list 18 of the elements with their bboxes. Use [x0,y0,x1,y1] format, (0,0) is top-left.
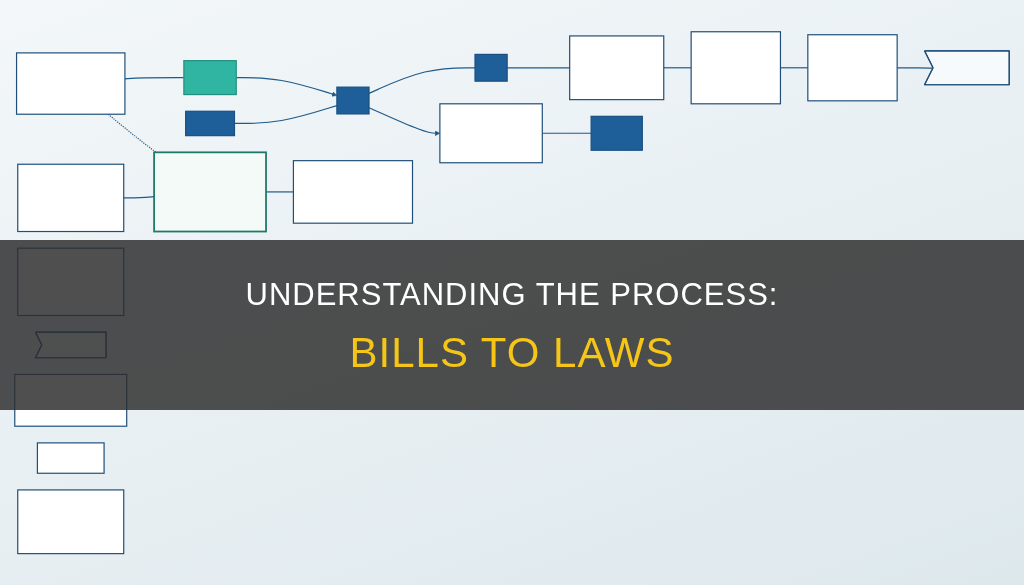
node-box [474,53,508,82]
node-box [807,33,898,102]
node-box [690,30,782,105]
title: UNDERSTANDING THE PROCESS: BILLS TO LAWS [244,276,780,378]
node-box [17,163,125,232]
node-box [15,52,126,115]
connector [123,195,155,199]
node-box [17,489,125,554]
node-box [153,151,267,233]
node-box [185,110,236,137]
node-box [292,159,414,224]
node-box [336,86,370,115]
node-box [36,442,105,474]
node-box [439,103,543,164]
node-box [590,115,643,151]
connector [663,67,692,69]
node-box [569,35,665,101]
node-box [183,59,237,95]
